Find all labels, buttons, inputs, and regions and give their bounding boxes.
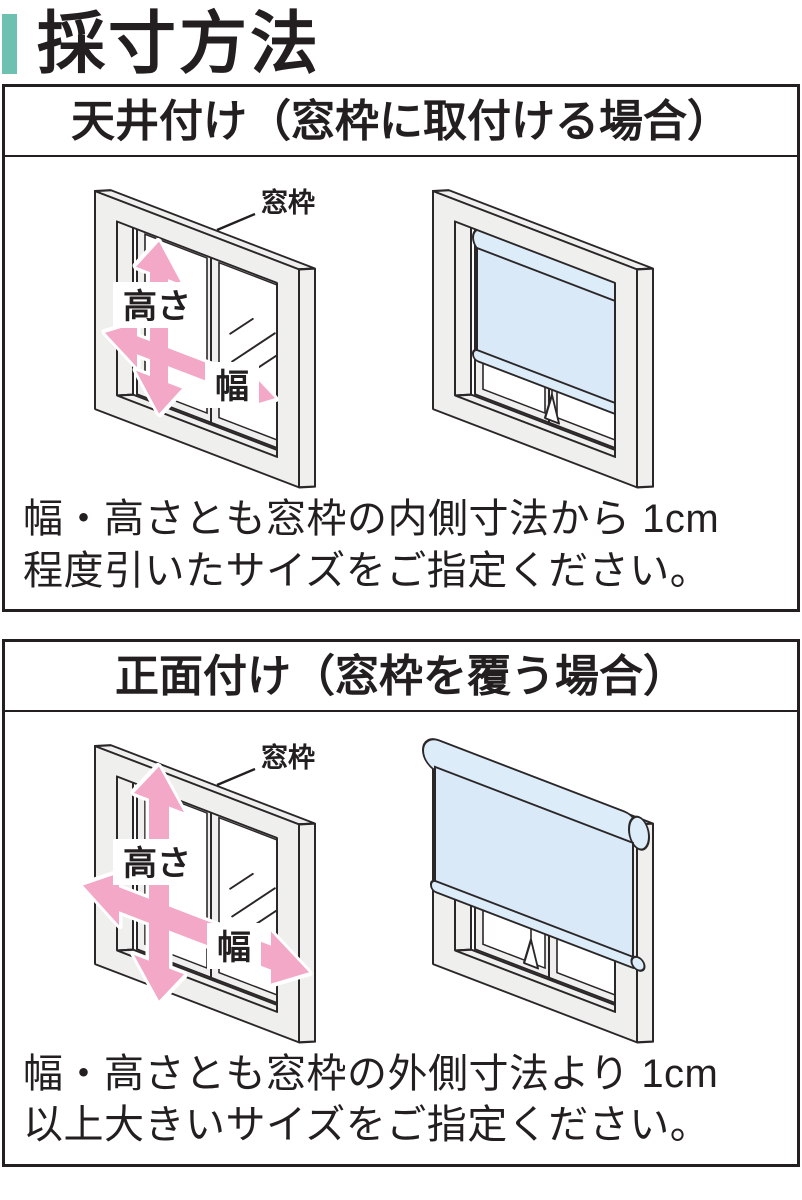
frame-pointer-line xyxy=(216,768,256,787)
illustration-window-measure-inner: 高さ 幅 窓枠 xyxy=(94,187,316,489)
glass-shine xyxy=(231,332,276,363)
frame-right-face xyxy=(298,267,316,489)
frame-front-face xyxy=(432,190,638,489)
window-frame xyxy=(432,189,654,489)
section-ceiling-header: 天井付け（窓枠に取付ける場合） xyxy=(5,87,797,158)
width-label-box xyxy=(205,362,259,409)
glass-shine xyxy=(229,873,254,890)
caption-line: 程度引いたサイズをご指定ください。 xyxy=(23,548,711,593)
front-caption: 幅・高さとも窓枠の外側寸法より 1cm 以上大きいサイズをご指定ください。 xyxy=(5,1047,797,1163)
ceiling-illustrations: 高さ 幅 窓枠 xyxy=(5,157,797,492)
title-accent-bar xyxy=(2,14,17,74)
section-ceiling-mount: 天井付け（窓枠に取付ける場合） xyxy=(2,84,800,612)
frame-left-inner-face xyxy=(454,219,472,397)
front-illustrations: 高さ 幅 窓枠 xyxy=(5,712,797,1047)
pull-tab xyxy=(523,938,539,970)
caption-line: 以上大きいサイズをご指定ください。 xyxy=(23,1103,711,1148)
section-front-header: 正面付け（窓枠を覆う場合） xyxy=(5,642,797,713)
height-label-box xyxy=(113,282,201,329)
height-label: 高さ xyxy=(123,845,191,883)
window-frame-label: 窓枠 xyxy=(261,742,315,773)
window-frame xyxy=(79,744,316,1044)
illustration-blind-inner xyxy=(432,189,654,489)
height-label-box xyxy=(113,839,201,886)
illustration-window-measure-outer: 高さ 幅 窓枠 xyxy=(79,742,316,1044)
glass-shine xyxy=(231,887,276,918)
frame-right-face xyxy=(636,267,654,489)
page-title: 採寸方法 xyxy=(37,6,322,82)
illustration-blind-outer xyxy=(422,738,654,1044)
frame-right-face xyxy=(636,822,654,1044)
window-frame xyxy=(422,738,654,1044)
caption-line: 幅・高さとも窓枠の内側寸法から 1cm xyxy=(23,497,720,542)
frame-pointer-line xyxy=(216,213,256,232)
window-frame xyxy=(94,189,316,489)
bottom-rail-end xyxy=(630,955,646,972)
ceiling-caption: 幅・高さとも窓枠の内側寸法から 1cm 程度引いたサイズをご指定ください。 xyxy=(5,492,797,608)
height-label: 高さ xyxy=(123,288,191,326)
width-label: 幅 xyxy=(217,929,251,967)
section-front-mount: 正面付け（窓枠を覆う場合） xyxy=(2,638,800,1167)
width-label: 幅 xyxy=(215,368,249,406)
window-frame-label: 窓枠 xyxy=(261,187,315,218)
roller-end-cap xyxy=(628,815,650,851)
caption-line: 幅・高さとも窓枠の外側寸法より 1cm xyxy=(23,1052,719,1097)
width-label-box xyxy=(207,923,261,970)
frame-right-face xyxy=(298,822,316,1044)
page-title-row: 採寸方法 xyxy=(0,0,802,84)
right-sash-glass xyxy=(218,261,284,444)
pull-tab xyxy=(544,394,560,425)
glass-shine xyxy=(229,318,254,336)
